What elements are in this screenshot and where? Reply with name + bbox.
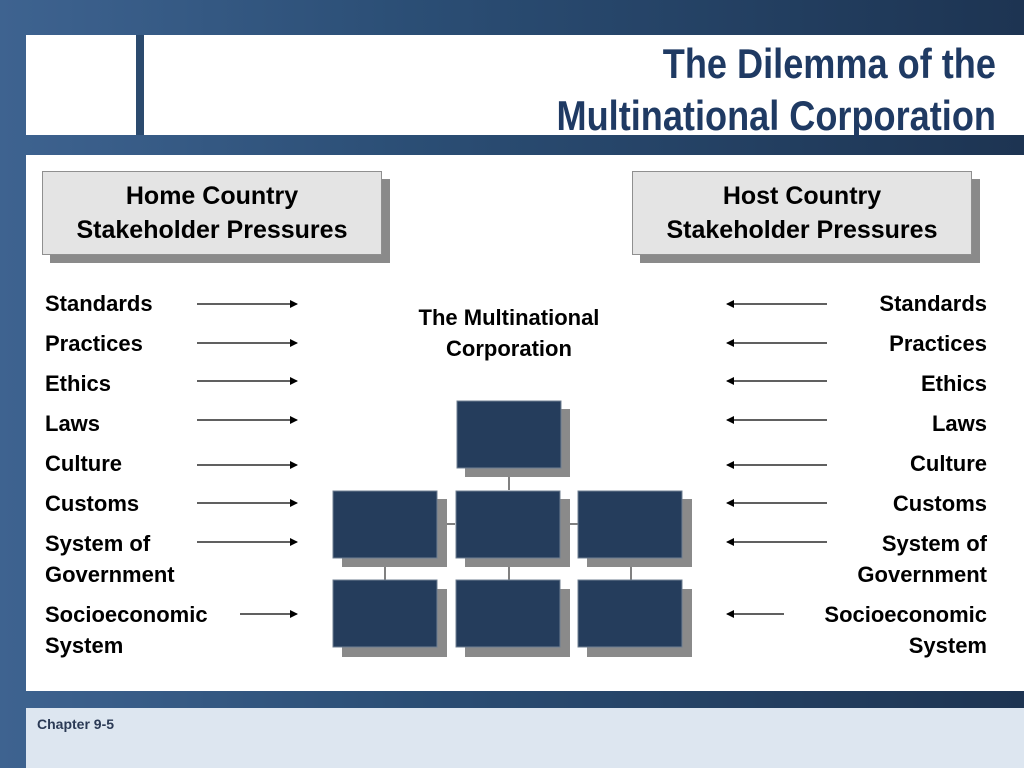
home-laws: Laws xyxy=(45,411,101,436)
host-system: System xyxy=(908,633,987,658)
org-box-bottom-left xyxy=(332,579,438,648)
host-system-of: System of xyxy=(881,531,987,556)
home-system-of: System of xyxy=(45,531,151,556)
slide-title: The Dilemma of the Multinational Corpora… xyxy=(557,38,996,142)
host-practices: Practices xyxy=(889,331,987,356)
home-country-header: Home Country Stakeholder Pressures xyxy=(42,171,382,255)
home-standards: Standards xyxy=(45,291,153,316)
org-box-middle-right xyxy=(577,490,683,559)
home-practices: Practices xyxy=(45,331,143,356)
title-banner xyxy=(26,35,1024,135)
host-header-line-1: Host Country xyxy=(722,182,882,210)
home-socioeconomic: Socioeconomic xyxy=(45,602,208,627)
home-culture: Culture xyxy=(45,451,122,476)
home-system: System xyxy=(45,633,124,658)
mnc-label-line-1: The Multinational xyxy=(418,305,600,330)
host-header-line-2: Stakeholder Pressures xyxy=(666,216,938,244)
home-government: Government xyxy=(45,562,175,587)
host-laws: Laws xyxy=(931,411,987,436)
host-culture: Culture xyxy=(910,451,987,476)
slide-title-line-2: Multinational Corporation xyxy=(556,92,996,139)
host-standards: Standards xyxy=(879,291,987,316)
home-ethics: Ethics xyxy=(45,371,112,396)
footer-chapter-label: Chapter 9-5 xyxy=(37,716,115,732)
host-customs: Customs xyxy=(892,491,987,516)
host-socioeconomic: Socioeconomic xyxy=(824,602,987,627)
multinational-corporation-label: The Multinational Corporation xyxy=(384,302,634,364)
mnc-label-line-2: Corporation xyxy=(446,336,572,361)
org-boxes xyxy=(332,400,683,648)
home-header-line-1: Home Country xyxy=(125,182,299,210)
title-divider-bar xyxy=(136,35,144,135)
org-box-middle-center xyxy=(455,490,561,559)
org-box-bottom-right xyxy=(577,579,683,648)
slide-title-line-1: The Dilemma of the xyxy=(662,40,996,87)
host-country-header: Host Country Stakeholder Pressures xyxy=(632,171,972,255)
host-government: Government xyxy=(857,562,987,587)
home-customs: Customs xyxy=(45,491,140,516)
org-box-middle-left xyxy=(332,490,438,559)
host-ethics: Ethics xyxy=(920,371,987,396)
footer-bar xyxy=(26,708,1024,768)
home-header-line-2: Stakeholder Pressures xyxy=(76,216,348,244)
org-box-top xyxy=(456,400,562,469)
org-box-bottom-center xyxy=(455,579,561,648)
